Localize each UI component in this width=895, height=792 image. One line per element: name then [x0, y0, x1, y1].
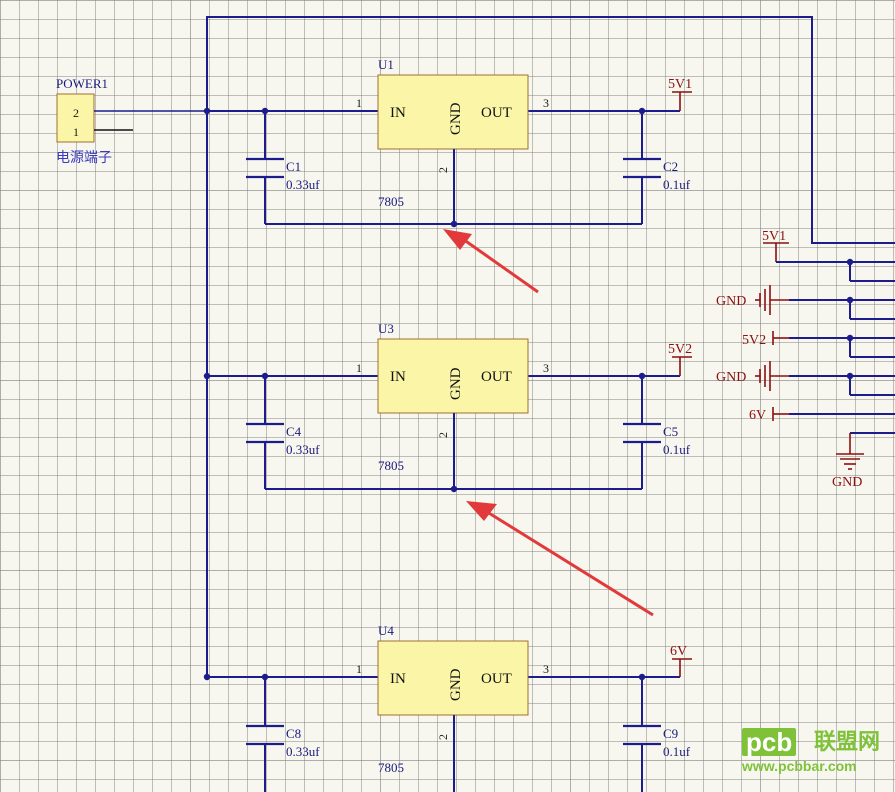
regulator-u4[interactable]: U4 IN OUT GND 1 3 2 7805 C8 0.33uf C9 0.…: [203, 623, 692, 792]
port-gnd1-label: GND: [716, 294, 746, 309]
u4-pin-in: 1: [356, 662, 362, 676]
u3-pin-gnd: 2: [436, 432, 450, 438]
c2-value: 0.1uf: [663, 177, 691, 192]
power1-connector-body[interactable]: [56, 93, 95, 143]
c5-designator: C5: [663, 424, 678, 439]
u3-in-label: IN: [390, 369, 406, 385]
u4-body[interactable]: [377, 640, 529, 716]
power1-pin2: 2: [73, 106, 79, 120]
u1-part: 7805: [378, 194, 404, 209]
u4-designator: U4: [378, 623, 394, 638]
u1-net-label: 5V1: [668, 77, 692, 92]
c8-designator: C8: [286, 726, 301, 741]
watermark-logo: pcb: [742, 728, 797, 756]
u4-part: 7805: [378, 760, 404, 775]
c4-value: 0.33uf: [286, 442, 320, 457]
c1-designator: C1: [286, 159, 301, 174]
u3-designator: U3: [378, 321, 394, 336]
u1-designator: U1: [378, 57, 394, 72]
u3-pin-in: 1: [356, 361, 362, 375]
u1-pin-out: 3: [543, 96, 549, 110]
u1-gnd-label: GND: [448, 102, 464, 135]
u4-pin-gnd: 2: [436, 734, 450, 740]
regulator-u3[interactable]: U3 IN OUT GND 1 3 2 7805 C4 0.33uf C5 0.…: [203, 321, 692, 493]
right-port-network[interactable]: 5V1 GND 5V2 GND 6V: [716, 229, 895, 490]
u3-pin-out: 3: [543, 361, 549, 375]
u1-in-label: IN: [390, 105, 406, 121]
u4-gnd-label: GND: [448, 668, 464, 701]
watermark-url: www.pcbbar.com: [742, 758, 857, 774]
top-bus-wire[interactable]: [206, 16, 895, 244]
c4-designator: C4: [286, 424, 302, 439]
regulator-u1[interactable]: U1 IN OUT GND 1 3 2 7805 C1 0.33uf C2 0.…: [203, 57, 692, 228]
watermark-cn: 联盟网: [814, 729, 881, 754]
power1-comment: 电源端子: [56, 150, 112, 166]
c2-designator: C2: [663, 159, 678, 174]
u4-pin-out: 3: [543, 662, 549, 676]
port-5v2-label: 5V2: [742, 333, 766, 348]
u3-out-label: OUT: [481, 369, 512, 385]
u4-in-label: IN: [390, 671, 406, 687]
annotation-arrow-1: [443, 229, 539, 294]
port-gnd2-label: GND: [716, 370, 746, 385]
port-6v-label: 6V: [749, 408, 766, 423]
power1-designator: POWER1: [56, 76, 108, 91]
u4-net-label: 6V: [670, 644, 687, 659]
c9-value: 0.1uf: [663, 744, 691, 759]
c8-value: 0.33uf: [286, 744, 320, 759]
c1-value: 0.33uf: [286, 177, 320, 192]
u4-out-label: OUT: [481, 671, 512, 687]
c9-designator: C9: [663, 726, 678, 741]
u1-pin-gnd: 2: [436, 167, 450, 173]
u1-out-label: OUT: [481, 105, 512, 121]
u3-gnd-label: GND: [448, 367, 464, 400]
c5-value: 0.1uf: [663, 442, 691, 457]
u1-pin-in: 1: [356, 96, 362, 110]
port-5v1-label: 5V1: [762, 229, 786, 244]
annotation-arrow-2: [466, 501, 654, 617]
watermark: pcb 联盟网 www.pcbbar.com: [742, 728, 892, 778]
gnd-symbol-label: GND: [832, 475, 862, 490]
power1-pin1: 1: [73, 125, 79, 139]
u3-part: 7805: [378, 458, 404, 473]
u1-body[interactable]: [377, 74, 529, 150]
u3-net-label: 5V2: [668, 342, 692, 357]
